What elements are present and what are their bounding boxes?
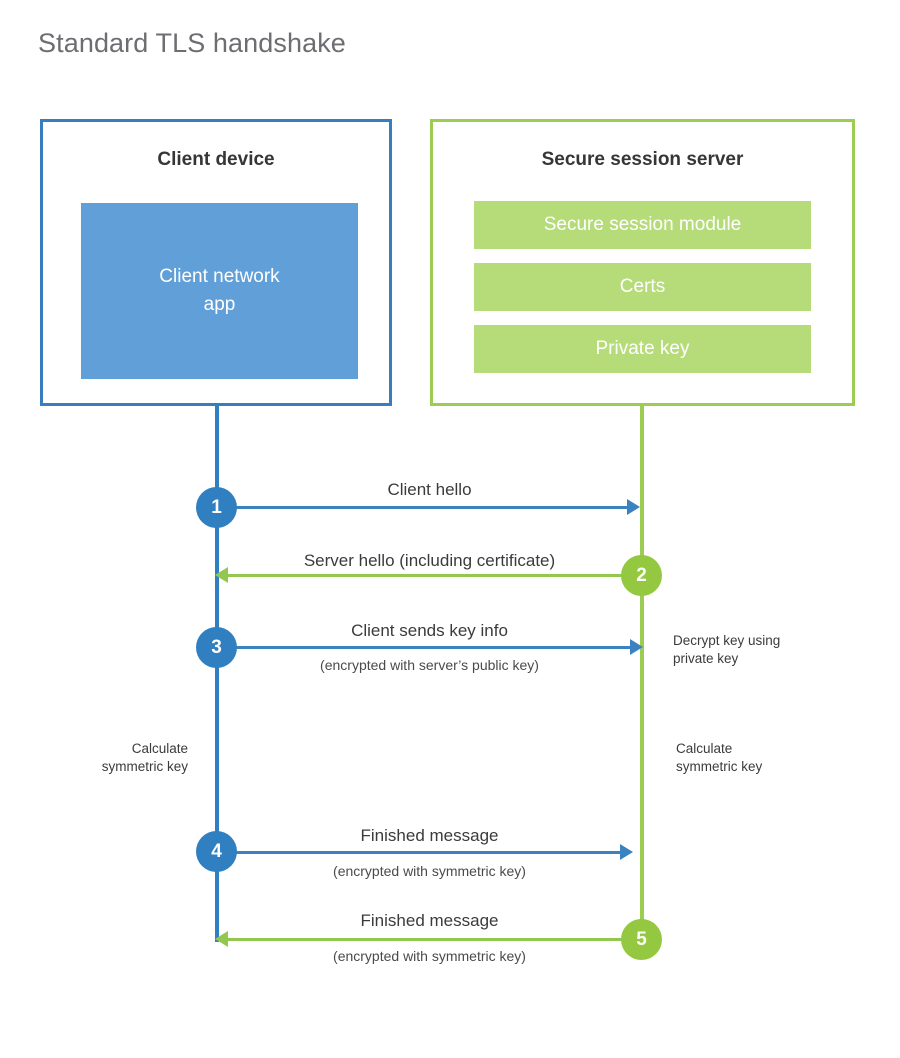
step-4-marker: 4 [196,831,237,872]
server-lifeline [640,403,644,940]
step-5-arrow-head [215,931,228,947]
step-5-arrow-line [228,938,642,941]
step-3-label: Client sends key info [351,621,508,640]
step-2-arrow-head [215,567,228,583]
step-5-sublabel: (encrypted with symmetric key) [333,948,526,964]
step-4-arrow-line [217,851,622,854]
step-1-arrow-head [627,499,640,515]
step-3-sublabel: (encrypted with server’s public key) [320,657,539,673]
step-4-label: Finished message [360,826,499,845]
step-1-label: Client hello [387,480,472,499]
server-component-secure-session-module: Secure session module [474,201,811,249]
client-device-title: Client device [157,149,275,170]
server-component-private-key: Private key [474,325,811,373]
step-1-arrow-line [217,506,629,509]
page-title: Standard TLS handshake [38,28,346,58]
step-5-marker: 5 [621,919,662,960]
step-4-arrow-head [620,844,633,860]
step-1-marker: 1 [196,487,237,528]
server-component-certs: Certs [474,263,811,311]
secure-session-server-title: Secure session server [541,149,744,170]
client-lifeline [215,403,219,942]
step-3-arrow-head [630,639,643,655]
step-2-arrow-line [228,574,642,577]
step-3-arrow-line [217,646,632,649]
step-2-label: Server hello (including certificate) [303,551,556,570]
secure-session-server-box: Secure session server Secure session mod… [430,119,855,406]
step-5-label: Finished message [360,911,499,930]
step-2-marker: 2 [621,555,662,596]
step-4-sublabel: (encrypted with symmetric key) [333,863,526,879]
step-3-marker: 3 [196,627,237,668]
